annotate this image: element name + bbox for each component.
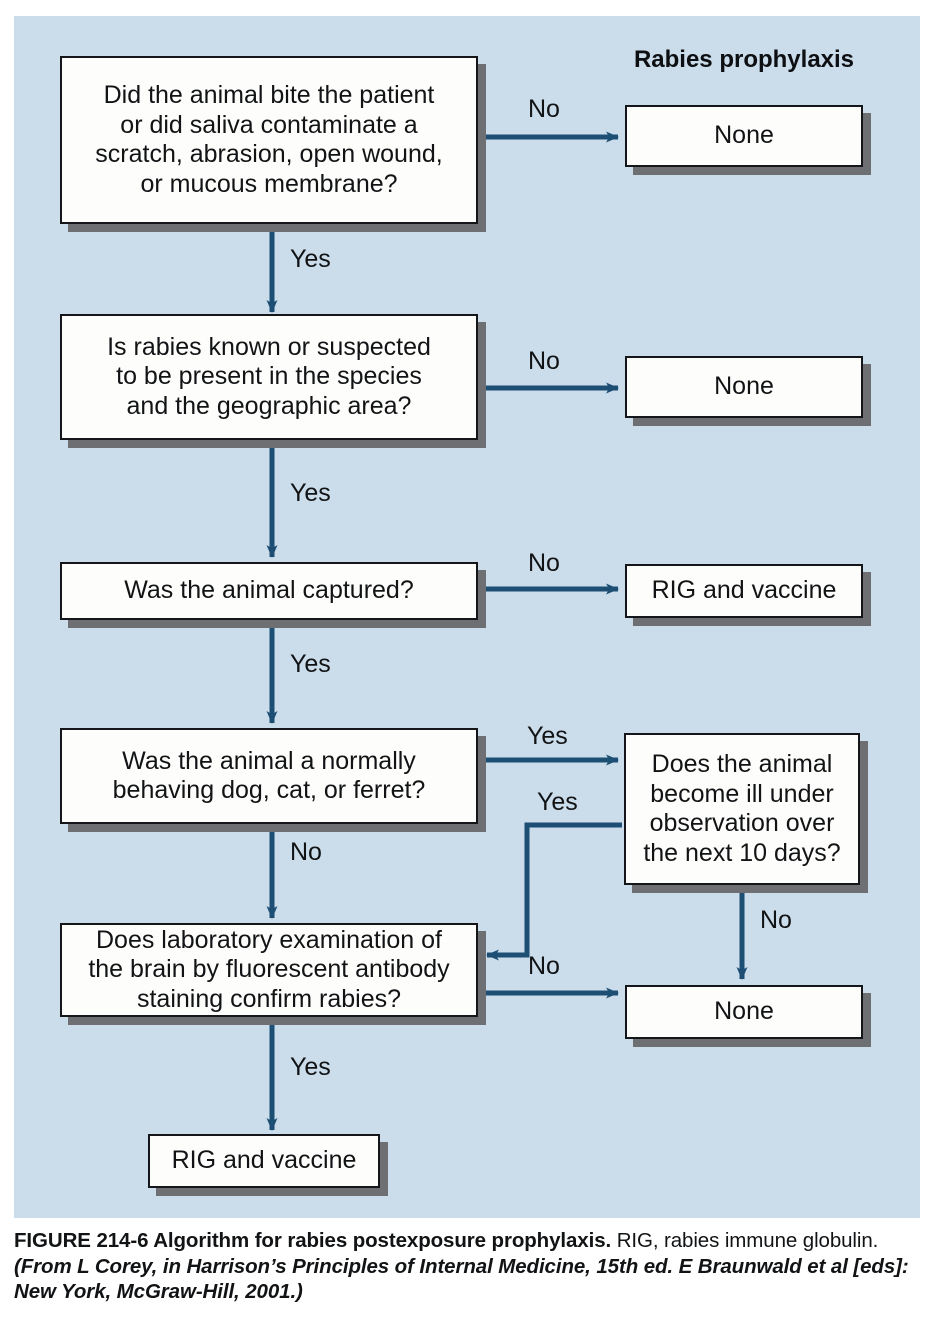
edge-label-no-3: No: [528, 549, 560, 577]
decision-box-observation-text: Does the animal become ill under observa…: [643, 750, 841, 867]
outcome-box-rig-and-vaccine-2[interactable]: RIG and vaccine: [148, 1134, 380, 1188]
outcome-box-none-3-text: None: [714, 997, 774, 1026]
outcome-box-none-1[interactable]: None: [625, 105, 863, 167]
edge-label-yes-6: Yes: [290, 1053, 331, 1081]
edge-label-no-4: No: [290, 838, 322, 866]
figure-caption: FIGURE 214-6 Algorithm for rabies postex…: [14, 1228, 926, 1305]
decision-box-species-text: Was the animal a normally behaving dog, …: [112, 746, 426, 805]
outcome-box-rig-and-vaccine-1-text: RIG and vaccine: [651, 576, 837, 605]
outcome-box-none-3[interactable]: None: [625, 985, 863, 1039]
outcome-box-rig-and-vaccine-1[interactable]: RIG and vaccine: [625, 564, 863, 618]
edge-label-no-5: No: [760, 906, 792, 934]
edge-label-yes-5: Yes: [537, 788, 578, 816]
decision-box-exposure[interactable]: Did the animal bite the patient or did s…: [60, 56, 478, 224]
decision-box-exposure-text: Did the animal bite the patient or did s…: [95, 81, 443, 198]
decision-box-endemic-text: Is rabies known or suspected to be prese…: [107, 332, 431, 420]
figure-caption-abbrev: RIG, rabies immune globulin.: [611, 1229, 879, 1252]
decision-box-lab-exam-text: Does laboratory examination of the brain…: [88, 925, 450, 1013]
edge-label-no-6: No: [528, 952, 560, 980]
decision-box-lab-exam[interactable]: Does laboratory examination of the brain…: [60, 923, 478, 1017]
decision-box-captured[interactable]: Was the animal captured?: [60, 562, 478, 620]
edge-label-yes-1: Yes: [290, 245, 331, 273]
outcome-box-none-2[interactable]: None: [625, 356, 863, 418]
edge-label-yes-4: Yes: [527, 722, 568, 750]
edge-label-yes-2: Yes: [290, 479, 331, 507]
figure-caption-label: FIGURE 214-6 Algorithm for rabies postex…: [14, 1229, 612, 1252]
outcome-box-none-2-text: None: [714, 372, 774, 401]
decision-box-species[interactable]: Was the animal a normally behaving dog, …: [60, 728, 478, 824]
edge-label-no-1: No: [528, 95, 560, 123]
outcome-box-none-1-text: None: [714, 121, 774, 150]
decision-box-observation[interactable]: Does the animal become ill under observa…: [624, 733, 860, 885]
decision-box-endemic[interactable]: Is rabies known or suspected to be prese…: [60, 314, 478, 440]
decision-box-captured-text: Was the animal captured?: [124, 576, 414, 605]
outcome-box-rig-and-vaccine-2-text: RIG and vaccine: [171, 1146, 357, 1175]
figure-caption-source: (From L Corey, in Harrison’s Principles …: [14, 1254, 909, 1304]
edge-label-yes-3: Yes: [290, 650, 331, 678]
edge-label-no-2: No: [528, 347, 560, 375]
column-header-rabies-prophylaxis: Rabies prophylaxis: [633, 46, 855, 73]
